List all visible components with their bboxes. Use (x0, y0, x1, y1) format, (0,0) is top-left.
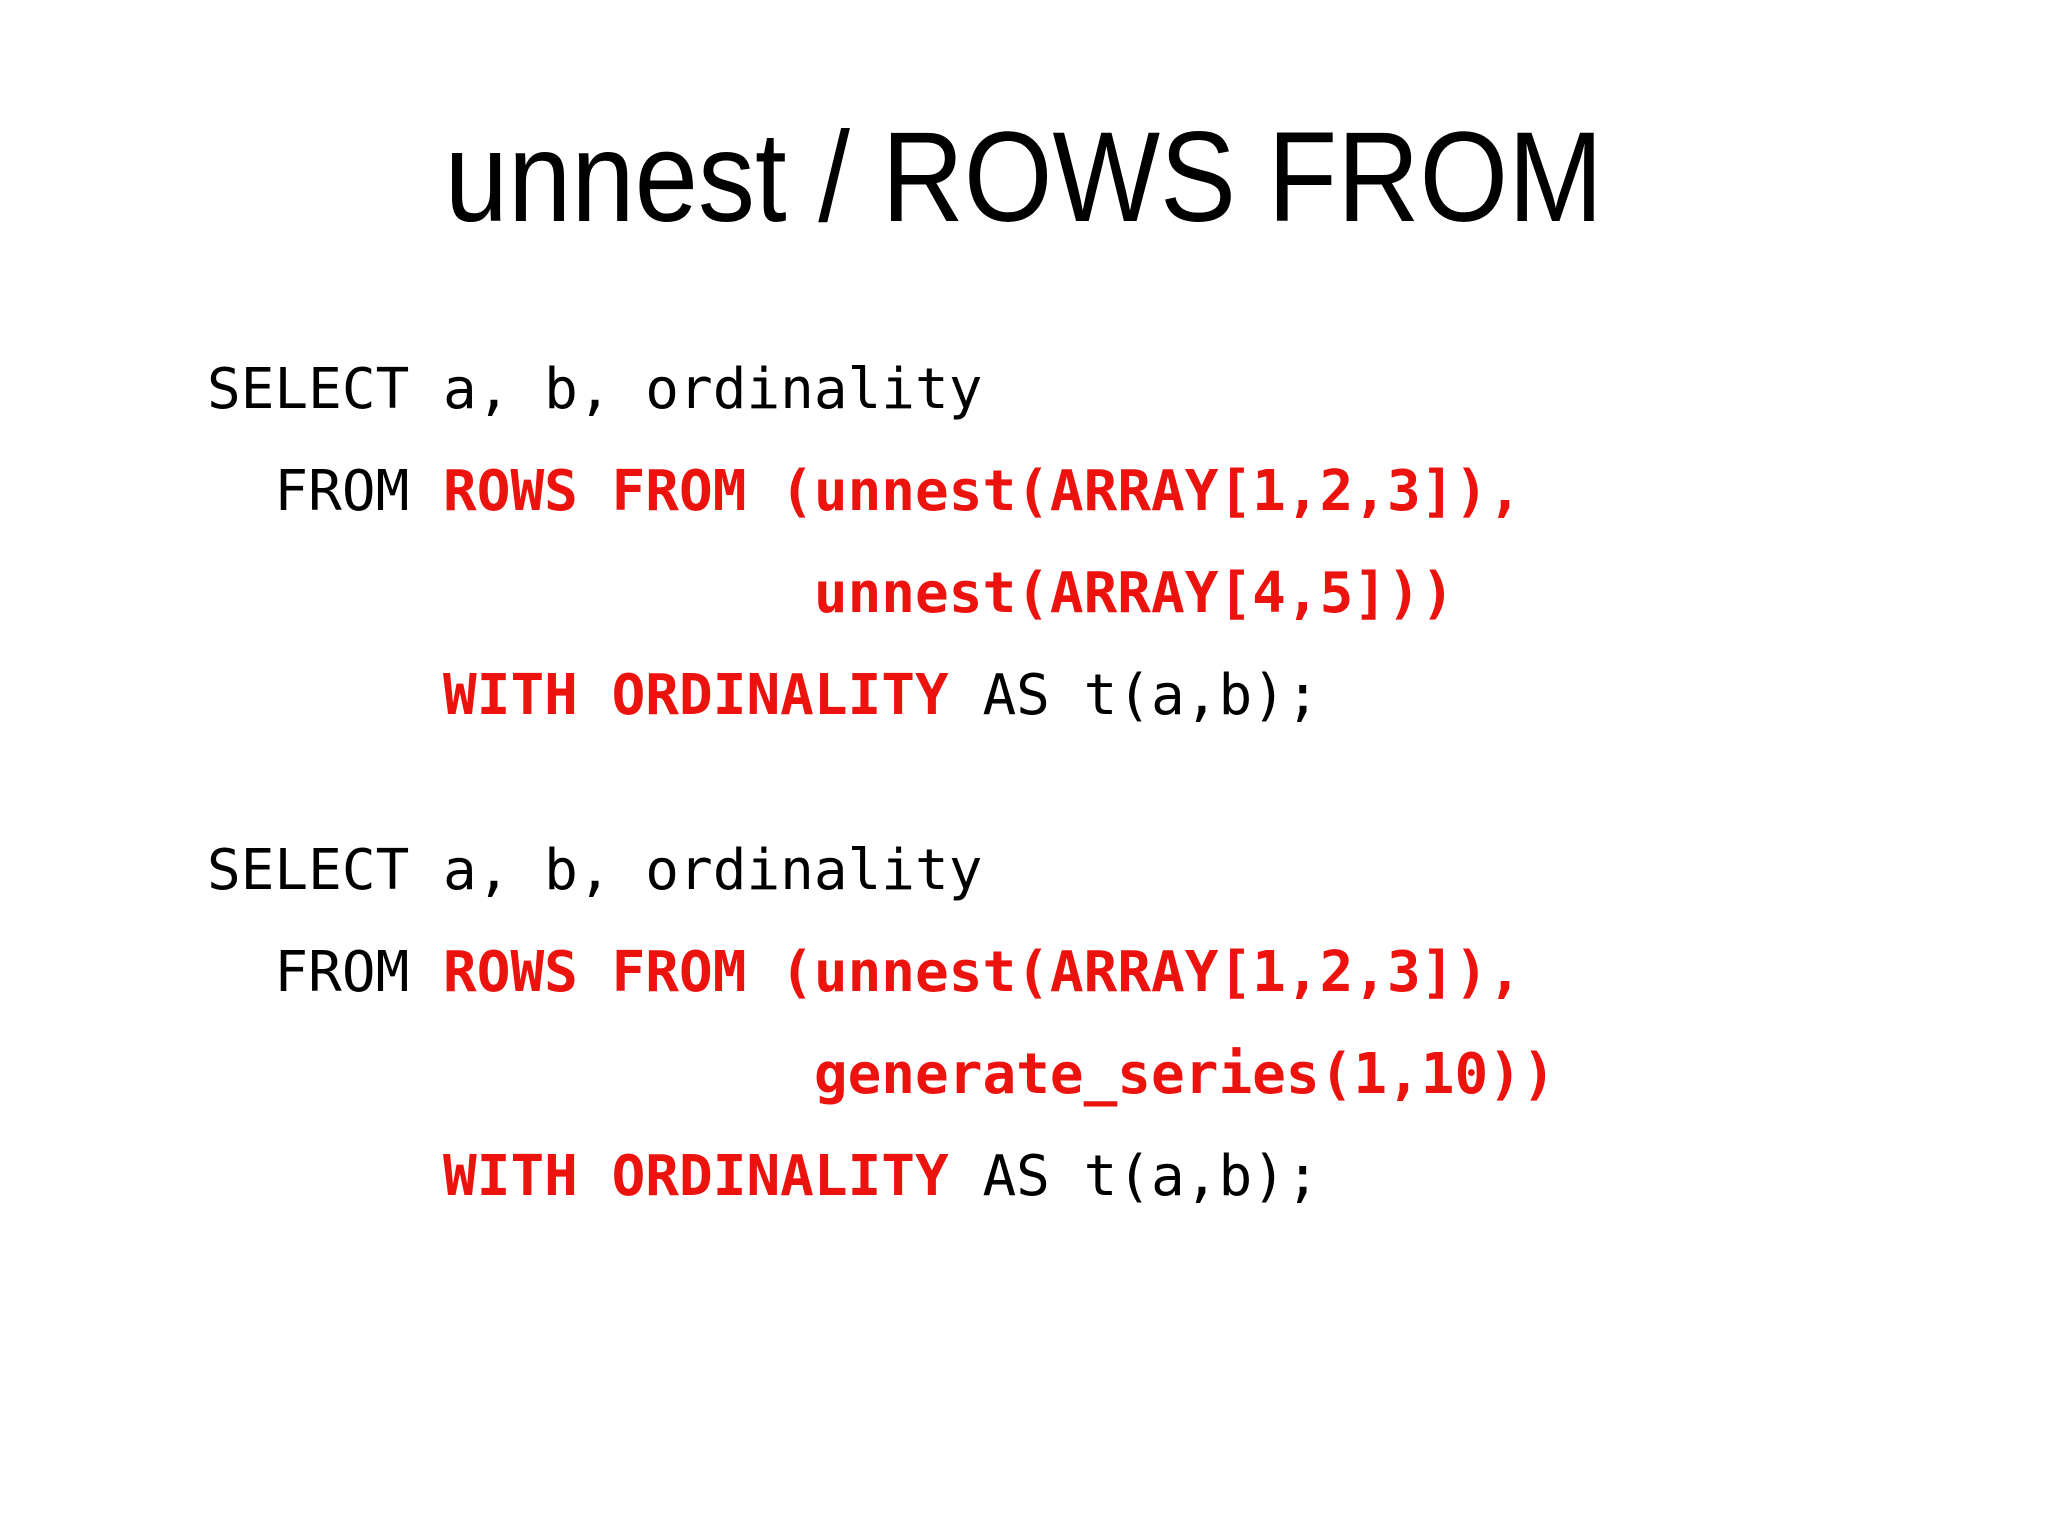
code-line: FROM ROWS FROM (unnest(ARRAY[1,2,3]), (207, 441, 1522, 543)
sql-keyword-highlight: generate_series(1,10)) (813, 1042, 1556, 1107)
sql-keyword-highlight: ROWS FROM (unnest(ARRAY[1,2,3]), (443, 459, 1522, 524)
code-line: unnest(ARRAY[4,5])) (207, 543, 1522, 645)
code-line: generate_series(1,10)) (207, 1024, 1556, 1126)
code-line: WITH ORDINALITY AS t(a,b); (207, 645, 1522, 747)
slide-header: unnest / ROWS FROM (0, 114, 2048, 242)
code-line: WITH ORDINALITY AS t(a,b); (207, 1126, 1556, 1228)
sql-text: AS t(a,b); (948, 1144, 1320, 1209)
sql-keyword-highlight: unnest(ARRAY[4,5])) (813, 561, 1455, 626)
sql-text: FROM (207, 459, 444, 524)
sql-keyword-highlight: WITH ORDINALITY (443, 663, 949, 728)
sql-indent (207, 1144, 443, 1209)
code-line: FROM ROWS FROM (unnest(ARRAY[1,2,3]), (207, 922, 1556, 1024)
sql-text: SELECT a, b, ordinality (207, 357, 983, 422)
sql-keyword-highlight: WITH ORDINALITY (443, 1144, 949, 1209)
code-line: SELECT a, b, ordinality (207, 339, 1522, 441)
sql-text: AS t(a,b); (948, 663, 1320, 728)
sql-keyword-highlight: ROWS FROM (unnest(ARRAY[1,2,3]), (443, 940, 1522, 1005)
sql-code-block-2: SELECT a, b, ordinality FROM ROWS FROM (… (207, 820, 1556, 1228)
sql-indent (207, 561, 814, 626)
sql-indent (207, 663, 443, 728)
sql-code-block-1: SELECT a, b, ordinality FROM ROWS FROM (… (207, 339, 1522, 747)
sql-text: SELECT a, b, ordinality (207, 838, 983, 903)
code-line: SELECT a, b, ordinality (207, 820, 1556, 922)
sql-indent (207, 1042, 814, 1107)
sql-text: FROM (207, 940, 444, 1005)
page-title: unnest / ROWS FROM (444, 106, 1604, 249)
